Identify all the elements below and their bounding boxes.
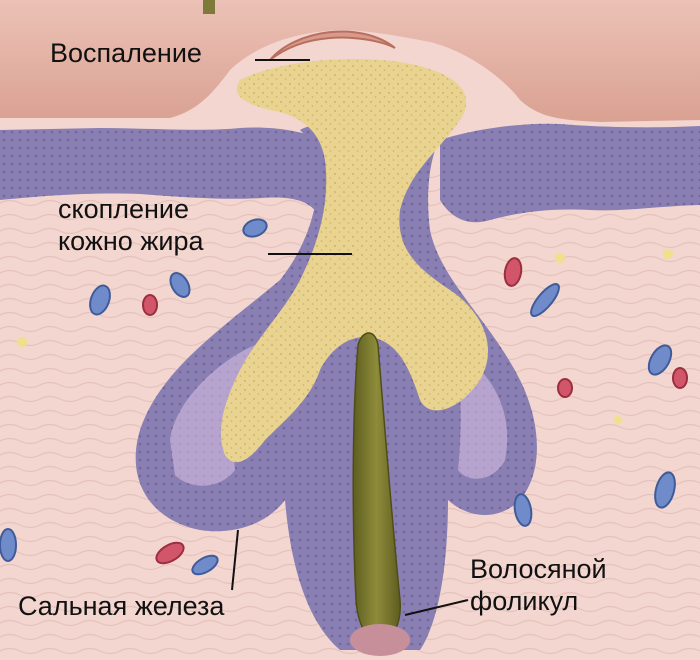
leader-lines xyxy=(231,59,469,616)
leader-gland xyxy=(231,529,239,591)
follicle-label-line2: фоликул xyxy=(470,586,579,616)
skin-surface xyxy=(0,0,700,122)
follicle-label-line1: Волосяной xyxy=(470,554,607,584)
leader-follicle xyxy=(404,599,469,616)
hair-follicle-label: Волосяной фоликул xyxy=(470,553,607,617)
blood-vessels xyxy=(0,218,688,576)
sebum-accumulation-label: скопление кожно жира xyxy=(58,193,204,257)
sebaceous-gland-label: Сальная железа xyxy=(18,591,225,621)
sebum-label-line2: кожно жира xyxy=(58,226,204,256)
hair-bulb xyxy=(350,624,410,656)
sebum-label-line1: скопление xyxy=(58,194,190,224)
inflammation-label: Воспаление xyxy=(50,38,202,68)
inflammation-bump xyxy=(269,30,396,61)
